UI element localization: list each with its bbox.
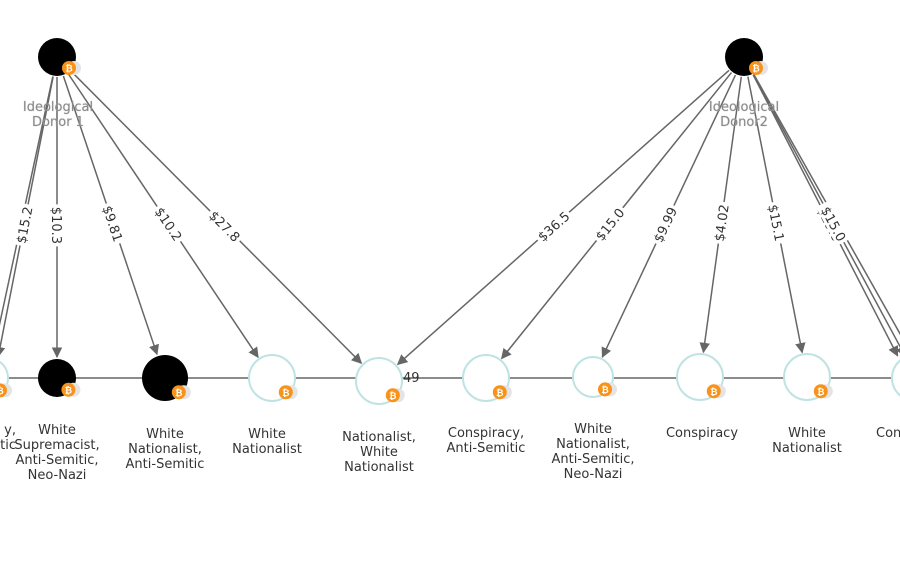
bitcoin-badge-icon: ₿ [749, 61, 768, 75]
bitcoin-badge-icon: ₿ [171, 385, 191, 400]
svg-text:₿: ₿ [601, 385, 608, 396]
donation-amount-label: $10.3 [48, 204, 66, 247]
svg-text:₿: ₿ [0, 386, 4, 397]
donor-label-1: Ideological Donor 1 [22, 100, 94, 130]
bitcoin-badge-icon: ₿ [0, 383, 12, 398]
svg-text:₿: ₿ [817, 387, 824, 398]
svg-text:₿: ₿ [710, 387, 717, 398]
svg-text:$15.2: $15.2 [15, 205, 37, 244]
recipient-label-5: Conspiracy, Anti-Semitic [446, 426, 526, 456]
donation-amount-label: $15.2 [11, 202, 37, 248]
recipient-label-1: White Supremacist, Anti-Semitic, Neo-Naz… [14, 423, 100, 483]
bitcoin-badge-icon: ₿ [61, 382, 81, 397]
recipient-label-0: y, tic [0, 423, 16, 453]
svg-text:$15.1: $15.1 [764, 203, 786, 242]
recipient-label-4: Nationalist, White Nationalist [342, 430, 416, 475]
svg-text:$4.02: $4.02 [713, 204, 733, 243]
donation-amount-label: $4.02 [709, 200, 733, 245]
recipient-label-2: White Nationalist, Anti-Semitic [125, 427, 205, 472]
bitcoin-badge-icon: ₿ [62, 61, 81, 75]
bitcoin-badge-icon: ₿ [385, 388, 405, 403]
svg-text:₿: ₿ [389, 391, 396, 402]
bitcoin-badge-icon: ₿ [492, 385, 512, 400]
chain-value-label: 49 [403, 371, 420, 386]
donation-amount-label: $9.81 [99, 200, 129, 246]
bitcoin-badge-icon: ₿ [813, 384, 833, 399]
recipient-label-7: Conspiracy [665, 426, 739, 441]
nodes-layer: ₿₿₿₿₿₿₿₿₿₿₿₿ [0, 38, 900, 405]
donor-label-2: Ideological Donor2 [708, 100, 780, 130]
donation-amount-label: $15.1 [764, 200, 790, 245]
recipient-label-6: White Nationalist, Anti-Semitic, Neo-Naz… [551, 422, 635, 482]
recipient-label-9: Con [876, 426, 900, 441]
donation-amount-label: $9.99 [647, 201, 682, 247]
svg-text:₿: ₿ [65, 385, 72, 396]
bitcoin-badge-icon: ₿ [278, 385, 298, 400]
recipient-node-r9[interactable] [891, 355, 900, 401]
bitcoin-badge-icon: ₿ [598, 382, 617, 397]
bitcoin-badge-icon: ₿ [706, 384, 726, 399]
donation-amount-label: $36.5 [531, 205, 575, 247]
recipient-label-3: White Nationalist [232, 427, 302, 457]
donation-amount-label: $15.0 [589, 202, 630, 246]
recipient-label-8: White Nationalist [772, 426, 842, 456]
svg-text:$10.3: $10.3 [48, 207, 63, 244]
svg-text:₿: ₿ [65, 64, 72, 75]
svg-text:₿: ₿ [282, 388, 289, 399]
svg-text:₿: ₿ [752, 64, 759, 75]
svg-text:₿: ₿ [496, 388, 503, 399]
donation-amount-label: $27.8 [204, 204, 247, 247]
donation-amount-label: $10.2 [150, 201, 188, 246]
svg-text:₿: ₿ [175, 388, 182, 399]
